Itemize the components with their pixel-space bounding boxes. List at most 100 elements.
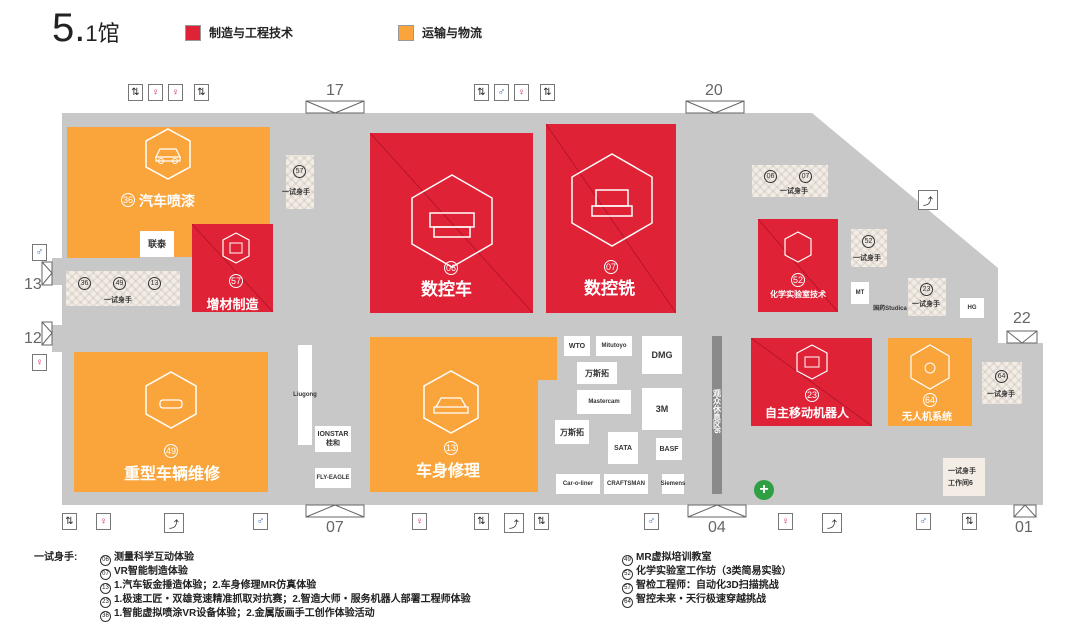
note-number: 07 [100,569,111,580]
escalator-icon[interactable]: ⤴ [822,513,842,533]
female-restroom-icon[interactable]: ♀ [96,513,111,530]
gate-13-number: 13 [24,276,42,293]
zone-number: 06 [444,261,458,275]
booth-sata[interactable]: SATA [608,432,638,464]
try-zone-06-07[interactable]: 06 07 一试身手 [752,165,828,197]
booth-liantai[interactable]: 联泰 [140,231,174,257]
lab-icon [784,231,812,263]
first-aid-icon[interactable]: + [754,480,774,500]
booth-basf[interactable]: BASF [656,438,682,460]
try-zone-57[interactable]: 57 一试身手 [282,155,314,209]
elevator-icon[interactable]: ⇅ [474,513,489,530]
male-restroom-icon[interactable]: ♂ [32,244,47,261]
diagonal-line [370,133,533,313]
male-restroom-icon[interactable]: ♂ [253,513,268,530]
booth-wansituo-2[interactable]: 万斯拓 [555,420,589,444]
zone-cnc-milling[interactable]: 07 数控铣 [546,124,676,313]
female-restroom-icon[interactable]: ♀ [412,513,427,530]
booth-ionstar[interactable]: IONSTAR 桂和 [315,426,351,452]
gate-12-number: 12 [24,330,42,347]
gate-04-number: 04 [708,519,726,536]
try-number: 13 [148,277,161,290]
female-restroom-icon[interactable]: ♀ [514,84,529,101]
booth-mastercam[interactable]: Mastercam [577,390,631,414]
gate-01-number: 01 [1015,519,1033,536]
try-label: 一试身手 [282,189,310,196]
booth-studica[interactable]: 国药Studica [873,305,907,312]
booth-craftsman[interactable]: CRAFTSMAN [604,474,648,494]
zone-label: 化学实验室技术 [770,290,826,299]
restroom-icon[interactable]: ♀ [148,84,163,101]
elevator-icon[interactable]: ⇅ [534,513,549,530]
try-workshop-6[interactable]: 一试身手 工作间6 [943,458,985,496]
zone-cnc-lathe[interactable]: 06 数控车 [370,133,533,313]
hall-number: 5. [52,6,86,50]
try-zone-36-49-13[interactable]: 36 49 13 一试身手 [66,271,180,306]
elevator-icon[interactable]: ⇅ [962,513,977,530]
zone-label: 自主移动机器人 [765,406,850,420]
note-text: 测量科学互动体验 [114,552,194,563]
zone-car-paint-ext [67,250,140,258]
male-restroom-icon[interactable]: ♂ [644,513,659,530]
zone-number: 57 [229,274,243,288]
elevator-icon[interactable]: ⇅ [128,84,143,101]
booth-fly-eagle[interactable]: FLY-EAGLE [315,468,351,488]
legend-swatch-orange [398,24,414,41]
elevator-icon[interactable]: ⇅ [474,84,489,101]
zone-number: 36 [121,193,135,207]
restroom-icon[interactable]: ♂ [494,84,509,101]
elevator-icon[interactable]: ⇅ [540,84,555,101]
male-restroom-icon[interactable]: ♂ [916,513,931,530]
escalator-icon[interactable]: ⤴ [504,513,524,533]
lathe-icon [411,174,493,268]
try-label: 一试身手 [780,188,808,195]
zone-number: 52 [791,273,805,287]
zone-body-repair[interactable]: 13 车身修理 [370,337,557,492]
note-number: 64 [622,597,633,608]
zone-drone[interactable]: 64 无人机系统 [888,338,972,426]
try-number: 06 [764,170,777,183]
gate-20-door [685,100,745,114]
female-restroom-icon[interactable]: ♀ [32,354,47,371]
legend-manufacturing: 制造与工程技术 [185,24,293,41]
diagonal-line [192,224,273,312]
booth-mitutoyo[interactable]: Mitutoyo [596,336,632,356]
try-number: 07 [799,170,812,183]
escalator-icon[interactable]: ⤴ [164,513,184,533]
gate-20-number: 20 [705,82,723,99]
zone-additive-manufacturing[interactable]: 57 增材制造 [192,224,273,312]
elevator-icon[interactable]: ⇅ [62,513,77,530]
escalator-icon[interactable]: ⤴ [918,190,938,210]
booth-dmg[interactable]: DMG [642,336,682,374]
try-zone-52[interactable]: 52 一试身手 [851,229,887,267]
booth-liugong[interactable]: Liugong [293,345,317,445]
booth-3m[interactable]: 3M [642,388,682,430]
zone-chemistry-lab[interactable]: 52 化学实验室技术 [758,219,838,312]
elevator-icon[interactable]: ⇅ [194,84,209,101]
try-zone-23[interactable]: 23 一试身手 [908,278,946,316]
female-restroom-icon[interactable]: ♀ [168,84,183,101]
legend-swatch-red [185,24,201,41]
female-restroom-icon[interactable]: ♀ [778,513,793,530]
workshop-sublabel: 工作间6 [948,480,973,487]
gate-17-number: 17 [326,82,344,99]
booth-car-o-liner[interactable]: Car-o-liner [556,474,600,494]
zone-label: 车身修理 [416,463,481,480]
booth-mt[interactable]: MT [851,282,869,304]
zone-mobile-robot[interactable]: 23 自主移动机器人 [751,338,872,426]
booth-siemens[interactable]: Siemens [661,474,685,494]
zone-heavy-vehicle[interactable]: 49 重型车辆维修 [74,352,268,492]
rest-area-label: 观众休息区6 [712,388,722,434]
gate-22-door [1006,330,1038,344]
booth-wto[interactable]: WTO [564,336,590,356]
try-label: 一试身手 [853,255,881,262]
booth-wansituo-1[interactable]: 万斯拓 [577,362,617,384]
try-number: 49 [113,277,126,290]
booth-hg[interactable]: HG [960,298,984,318]
try-zone-64[interactable]: 64 一试身手 [982,362,1022,404]
note-text: 1.极速工匠・双雄竞速精准抓取对抗赛；2.智造大师・服务机器人部署工程师体验 [114,594,471,605]
